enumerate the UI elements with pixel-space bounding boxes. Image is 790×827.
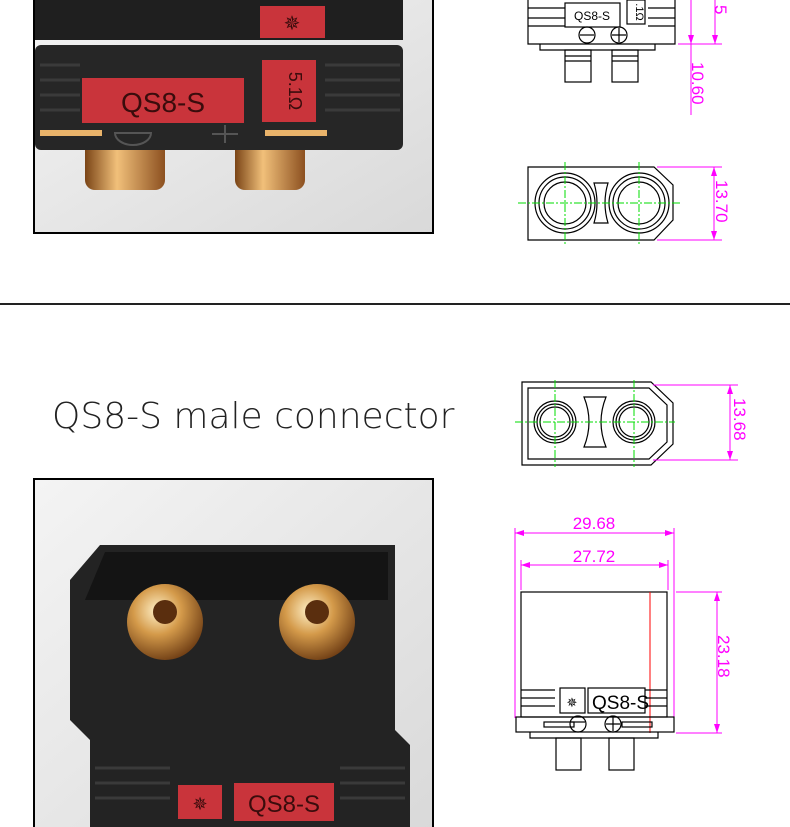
female-face-drawing: 13.70 bbox=[518, 162, 731, 244]
spark-icon: ✵ bbox=[284, 13, 301, 35]
section-title: QS8-S male connector bbox=[52, 396, 455, 437]
photo-model-label: QS8-S bbox=[248, 791, 320, 818]
dim-face-height: 13.70 bbox=[712, 180, 731, 223]
dim-outer-width: 29.68 bbox=[573, 514, 616, 533]
female-connector-photo: ✵ QS8-S 5.1Ω bbox=[33, 0, 434, 234]
spark-icon: ✵ bbox=[567, 695, 578, 710]
drawing-model-label: QS8-S bbox=[592, 693, 649, 714]
drawing-model-label: QS8-S bbox=[574, 9, 610, 23]
photo-model-label: QS8-S bbox=[121, 87, 205, 118]
spark-icon: ✵ bbox=[192, 794, 207, 814]
dim-height: 23.18 bbox=[714, 635, 733, 678]
male-face-drawing: 13.68 bbox=[515, 380, 749, 467]
drawing-resistance-label: .1Ω bbox=[633, 3, 645, 20]
dim-partial: 5 bbox=[711, 5, 730, 14]
dim-pin-length: 10.60 bbox=[688, 62, 707, 105]
female-side-drawing: QS8-S .1Ω 5 10.60 bbox=[527, 0, 730, 115]
photo-resistance-label: 5.1Ω bbox=[285, 72, 305, 110]
warning-label bbox=[260, 6, 325, 38]
male-front-drawing: 29.68 27.72 ✵ QS8-S 23.18 bbox=[514, 514, 733, 771]
dim-inner-width: 27.72 bbox=[573, 547, 616, 566]
plus-mark-icon bbox=[212, 125, 238, 143]
male-connector-photo: ✵ QS8-S bbox=[33, 478, 434, 827]
dim-face-height: 13.68 bbox=[730, 398, 749, 441]
minus-mark-icon bbox=[113, 132, 153, 146]
